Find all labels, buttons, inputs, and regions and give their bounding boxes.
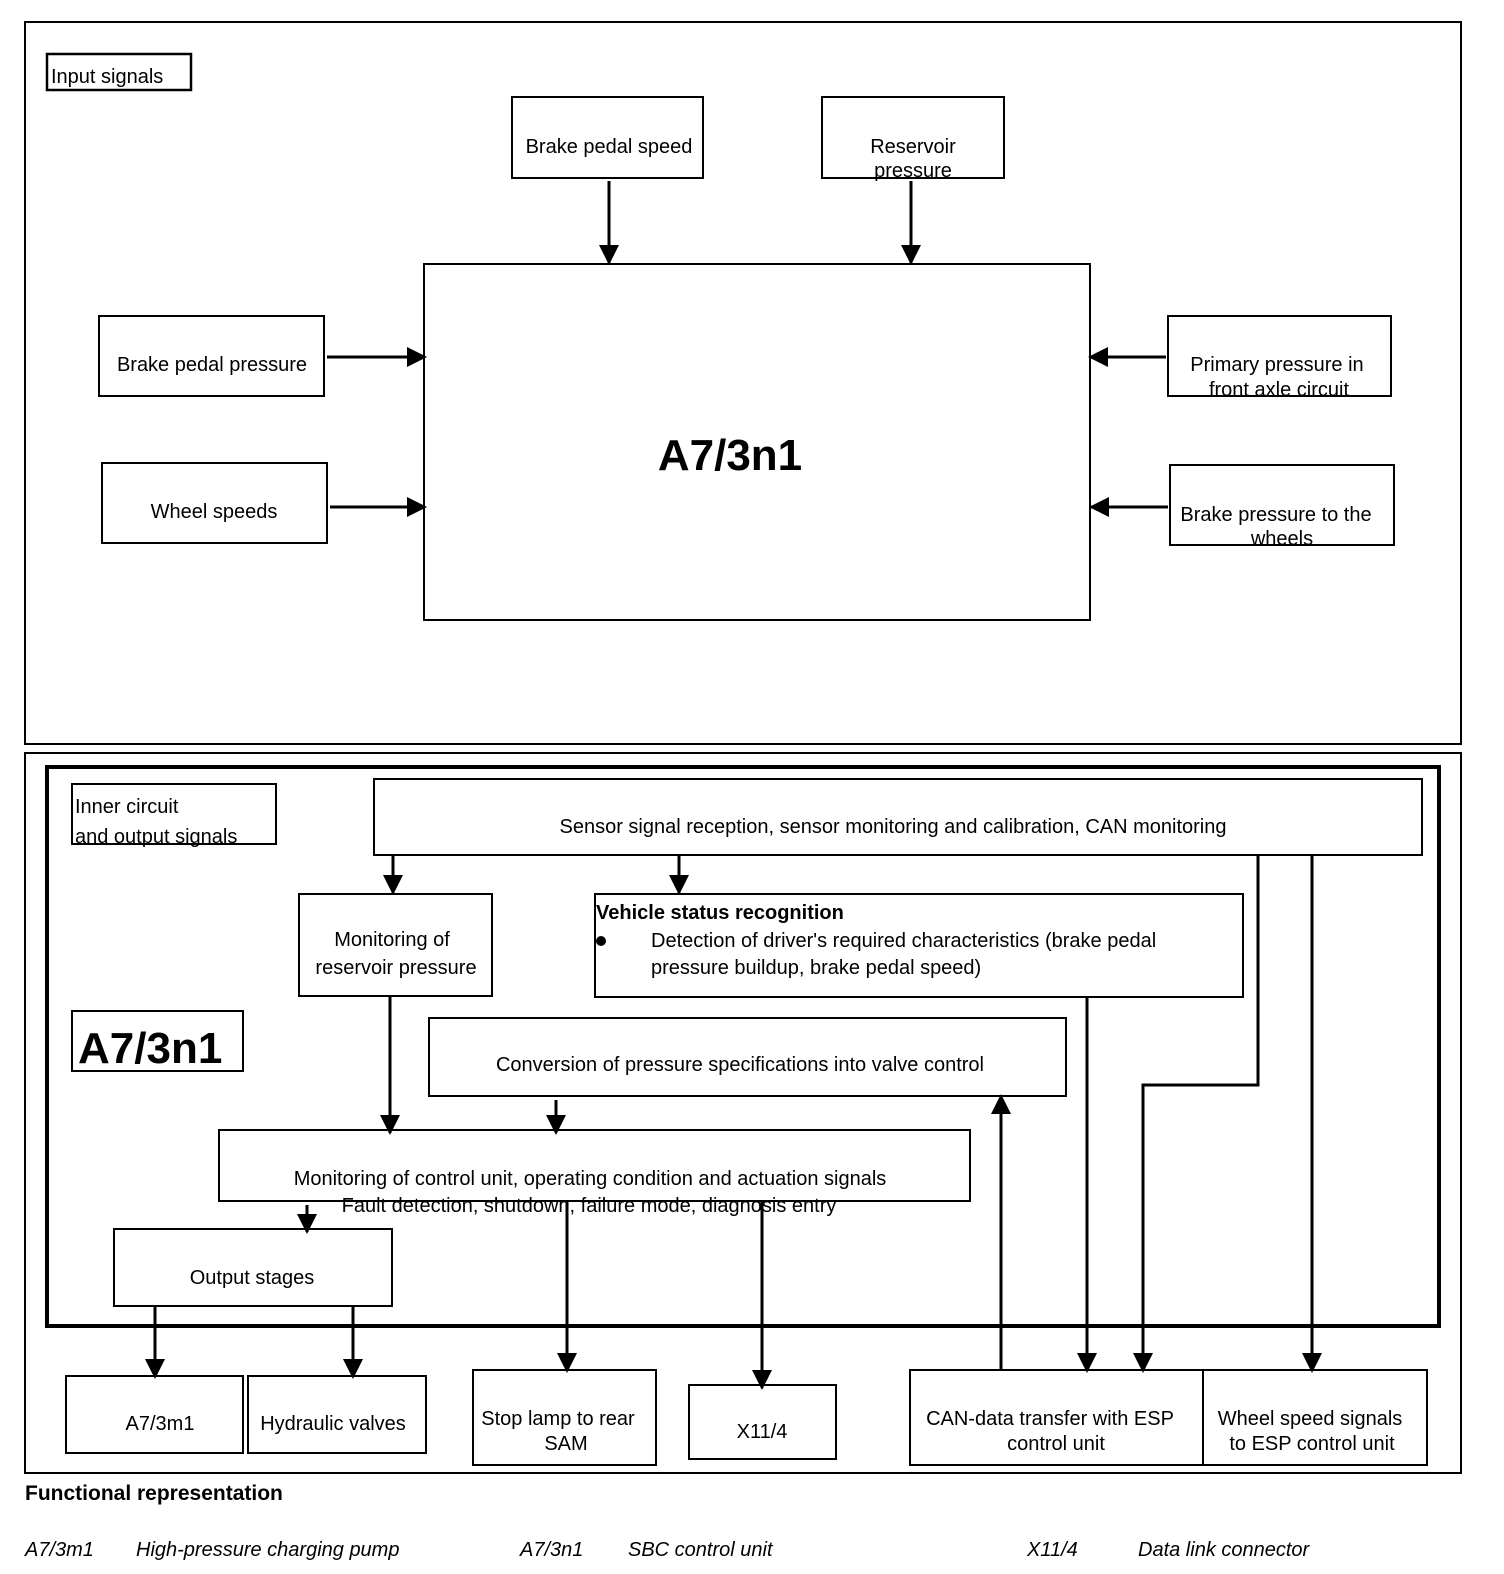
- legend-code: A7/3n1: [519, 1539, 583, 1561]
- output-a7-3m1-box: A7/3m1: [65, 1375, 244, 1454]
- legend: A7/3m1 High-pressure charging pump A7/3n…: [24, 1539, 1311, 1561]
- svg-text:Conversion of pressure specifi: Conversion of pressure specifications in…: [496, 1054, 984, 1076]
- svg-text:Detection of driver's required: Detection of driver's required character…: [651, 930, 1156, 952]
- wheel-speeds-box: Wheel speeds: [101, 462, 328, 544]
- output-stages-box: Output stages: [113, 1228, 393, 1307]
- svg-text:Vehicle status recognition: Vehicle status recognition: [596, 902, 844, 924]
- output-hydraulic-valves-box: Hydraulic valves: [247, 1375, 427, 1454]
- svg-text:Sensor signal reception, senso: Sensor signal reception, sensor monitori…: [559, 816, 1226, 838]
- svg-text:reservoir pressure: reservoir pressure: [315, 957, 476, 979]
- output-stop-lamp-box: Stop lamp to rear SAM: [472, 1369, 657, 1466]
- control-unit-box: A7/3n1: [423, 263, 1091, 621]
- legend-code: X11/4: [1026, 1539, 1078, 1561]
- svg-text:Reservoir: Reservoir: [870, 136, 956, 158]
- bullet-icon: [596, 936, 606, 946]
- svg-text:Brake pedal speed: Brake pedal speed: [526, 136, 693, 158]
- legend-code: A7/3m1: [24, 1539, 94, 1561]
- svg-text:Monitoring of control unit, op: Monitoring of control unit, operating co…: [294, 1168, 887, 1190]
- caption: Functional representation: [25, 1482, 283, 1505]
- svg-text:SAM: SAM: [544, 1433, 587, 1455]
- svg-text:Wheel speed signals: Wheel speed signals: [1218, 1408, 1403, 1430]
- arrow-sensor-to-can: [1133, 855, 1260, 1373]
- inner-circuit-label: Inner circuit and output signals: [71, 783, 277, 848]
- output-can-data-box: CAN-data transfer with ESP control unit: [909, 1369, 1204, 1466]
- input-signals-label: Input signals: [45, 52, 193, 92]
- sensor-signal-box: Sensor signal reception, sensor monitori…: [373, 778, 1423, 856]
- svg-text:X11/4: X11/4: [737, 1421, 788, 1443]
- conversion-box: Conversion of pressure specifications in…: [428, 1017, 1067, 1097]
- svg-text:Wheel speeds: Wheel speeds: [151, 501, 278, 523]
- svg-text:front axle circuit: front axle circuit: [1209, 379, 1349, 401]
- svg-text:Input signals: Input signals: [51, 66, 163, 88]
- brake-pedal-pressure-box: Brake pedal pressure: [98, 315, 325, 397]
- svg-text:A7/3n1: A7/3n1: [658, 431, 802, 480]
- svg-text:Brake pedal pressure: Brake pedal pressure: [117, 354, 307, 376]
- primary-pressure-box: Primary pressure in front axle circuit: [1167, 315, 1392, 401]
- brake-pressure-wheels-box: Brake pressure to the wheels: [1169, 464, 1395, 550]
- inner-circuit-panel: [24, 752, 1462, 1474]
- input-signals-panel: [24, 21, 1462, 745]
- monitoring-reservoir-box: Monitoring of reservoir pressure: [298, 893, 493, 997]
- svg-text:Inner circuit: Inner circuit: [75, 796, 179, 818]
- legend-desc: High-pressure charging pump: [136, 1539, 399, 1561]
- legend-desc: SBC control unit: [628, 1539, 774, 1561]
- connectors: [145, 855, 1322, 1390]
- svg-text:A7/3m1: A7/3m1: [126, 1413, 195, 1435]
- svg-text:pressure: pressure: [874, 160, 952, 182]
- svg-text:Monitoring of: Monitoring of: [334, 929, 450, 951]
- svg-text:Hydraulic valves: Hydraulic valves: [260, 1413, 406, 1435]
- vehicle-status-box: Vehicle status recognition Detection of …: [594, 893, 1244, 998]
- reservoir-pressure-box: Reservoir pressure: [821, 96, 1005, 182]
- svg-text:wheels: wheels: [1250, 528, 1313, 550]
- svg-text:Brake pressure to the: Brake pressure to the: [1180, 504, 1371, 526]
- svg-text:CAN-data transfer with ESP: CAN-data transfer with ESP: [926, 1408, 1174, 1430]
- brake-pedal-speed-box: Brake pedal speed: [511, 96, 704, 179]
- unit-label-box: A7/3n1: [71, 1010, 244, 1073]
- output-wheel-speed-signals-box: Wheel speed signals to ESP control unit: [1202, 1369, 1428, 1466]
- svg-text:pressure buildup, brake pedal: pressure buildup, brake pedal speed): [651, 957, 981, 979]
- output-x11-4-box: X11/4: [688, 1384, 837, 1460]
- svg-text:and output signals: and output signals: [75, 826, 237, 848]
- svg-text:Fault detection, shutdown, fai: Fault detection, shutdown, failure mode,…: [342, 1195, 837, 1217]
- svg-text:to ESP control unit: to ESP control unit: [1229, 1433, 1395, 1455]
- legend-desc: Data link connector: [1138, 1539, 1311, 1561]
- svg-text:Stop lamp to rear: Stop lamp to rear: [481, 1408, 635, 1430]
- svg-text:Primary pressure in: Primary pressure in: [1190, 354, 1363, 376]
- control-unit-boundary: [45, 765, 1441, 1328]
- svg-text:Output stages: Output stages: [190, 1267, 315, 1289]
- svg-text:A7/3n1: A7/3n1: [78, 1024, 222, 1073]
- svg-text:control unit: control unit: [1007, 1433, 1105, 1455]
- monitoring-control-box: Monitoring of control unit, operating co…: [218, 1129, 971, 1217]
